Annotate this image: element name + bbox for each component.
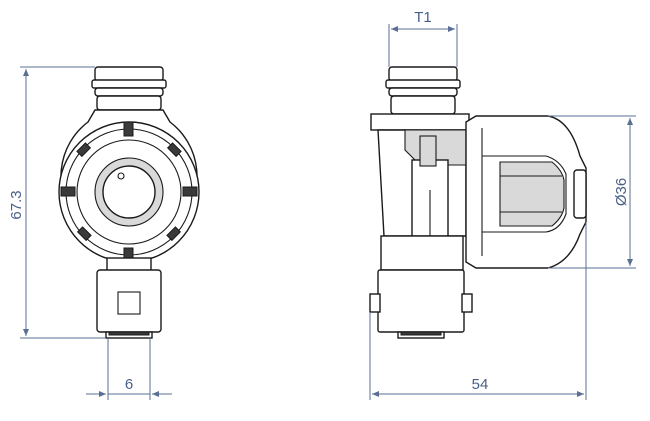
side-cap-ring	[385, 79, 461, 89]
rib-br	[166, 226, 182, 242]
front-square-port	[117, 291, 141, 315]
front-knob-inner	[102, 165, 156, 219]
dim-length: 54	[369, 222, 587, 400]
dim-thread: T1	[388, 9, 458, 67]
front-top-cap	[94, 66, 164, 82]
rib-bl	[76, 226, 92, 242]
dim-label-length: 54	[472, 376, 489, 393]
side-end-cap	[573, 169, 587, 219]
front-outlet-band	[108, 331, 150, 336]
front-knob-dot	[117, 172, 125, 180]
dim-diameter: Ø36	[548, 115, 636, 269]
side-left-port	[369, 293, 381, 313]
side-cylinder-core	[499, 161, 565, 227]
rib-right	[182, 186, 198, 197]
front-disc-ring-2	[76, 139, 182, 245]
side-lower-neck	[380, 235, 464, 271]
dim-label-thread: T1	[414, 9, 432, 26]
front-ribs	[60, 121, 198, 263]
side-stem	[419, 135, 437, 167]
rib-top	[123, 121, 134, 137]
side-cylinder-inner	[482, 155, 567, 233]
side-flange	[370, 113, 470, 131]
side-lower-body	[377, 269, 465, 333]
rib-tl	[76, 142, 92, 158]
side-cap-body	[390, 95, 456, 115]
front-cap-ring	[91, 79, 167, 89]
side-top-cap	[388, 66, 458, 82]
dim-label-outlet: 6	[125, 376, 133, 393]
side-right-port	[461, 293, 473, 313]
front-cap-ring-2	[94, 87, 164, 97]
front-lower-body	[96, 269, 162, 333]
side-view	[369, 66, 587, 339]
front-cap-body	[96, 95, 162, 111]
rib-left	[60, 186, 76, 197]
side-cap-ring-2	[388, 87, 458, 97]
front-view	[58, 66, 200, 339]
dim-outlet: 6	[86, 338, 172, 400]
side-outlet-band	[400, 331, 442, 336]
dim-label-diameter: Ø36	[613, 178, 630, 206]
dim-height: 67.3	[8, 66, 106, 339]
dim-label-height: 67.3	[8, 190, 25, 219]
rib-tr	[166, 142, 182, 158]
